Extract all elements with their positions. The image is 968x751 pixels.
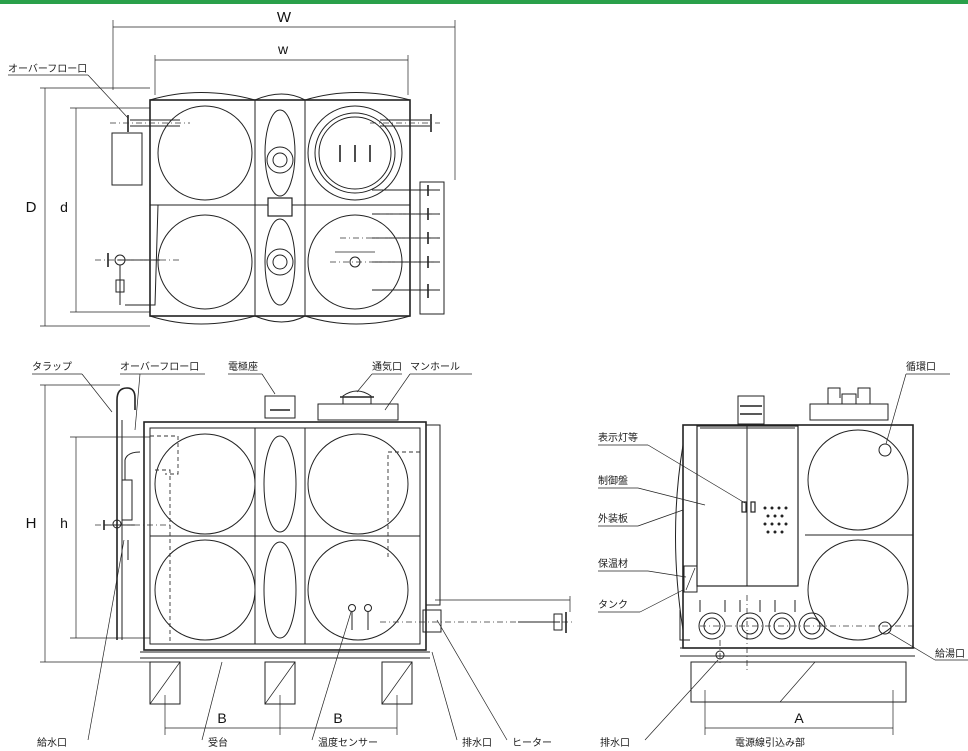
- label-indicator-lamp: 表示灯等: [598, 431, 638, 444]
- label-overflow-top: オーバーフロー口: [8, 63, 87, 75]
- label-water-inlet: 給水口: [37, 736, 67, 749]
- dim-H: H: [26, 515, 37, 532]
- front-view: タラップ オーバーフロー口 電極座 通気口 マンホール H h: [26, 360, 575, 749]
- label-trap: タラップ: [32, 361, 72, 373]
- dim-W: W: [277, 9, 292, 26]
- indicator-dots: [763, 506, 788, 534]
- dim-D: D: [26, 199, 37, 216]
- dim-d: d: [60, 199, 68, 215]
- label-manhole: マンホール: [410, 361, 460, 373]
- dim-A: A: [794, 710, 804, 726]
- label-drain-front: 排水口: [462, 736, 492, 749]
- dim-w: w: [277, 41, 289, 57]
- dim-B-left: B: [217, 710, 226, 726]
- label-hot-water-outlet: 給湯口: [935, 647, 965, 660]
- label-vent: 通気口: [372, 360, 402, 373]
- label-tank: タンク: [598, 599, 628, 611]
- label-circulation-port: 循環口: [906, 360, 936, 373]
- label-temp-sensor: 温度センサー: [318, 736, 378, 749]
- top-view: W w D d オーバーフロー口: [8, 9, 456, 327]
- label-control-panel: 制御盤: [598, 474, 628, 487]
- label-base: 受台: [208, 736, 228, 749]
- label-heater: ヒーター: [512, 737, 552, 749]
- label-drain-side: 排水口: [600, 736, 630, 749]
- label-power-cable-entry: 電源線引込み部: [735, 736, 805, 749]
- dim-h: h: [60, 515, 68, 531]
- dim-B-right: B: [333, 710, 342, 726]
- side-view: A 循環口 表示灯等 制御盤 外装板 保温材 タンク 給湯口 排水口 電源線引込…: [598, 360, 968, 749]
- label-insulation: 保温材: [598, 557, 628, 570]
- label-outer-panel: 外装板: [598, 512, 628, 525]
- accent-bar: [0, 0, 968, 4]
- label-overflow-front: オーバーフロー口: [120, 361, 199, 373]
- label-electrode-seat: 電極座: [228, 360, 258, 373]
